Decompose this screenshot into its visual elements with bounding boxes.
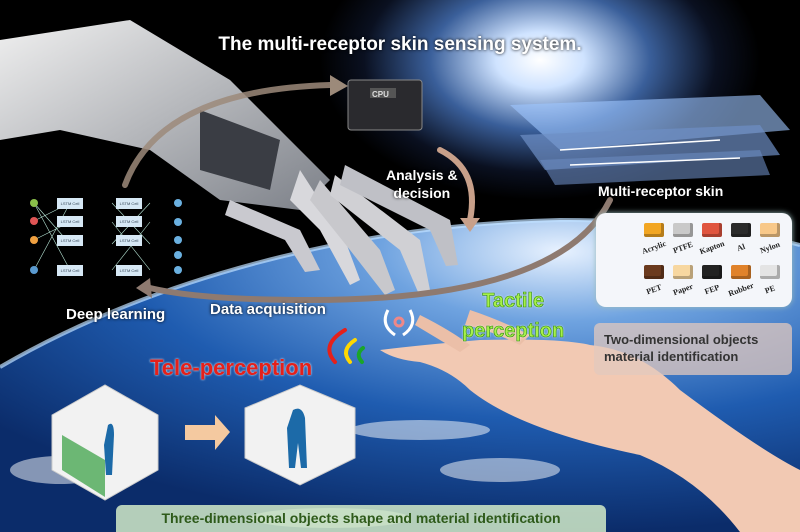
tactile-signal-icon xyxy=(383,309,415,337)
tele-signal-icon xyxy=(327,328,365,364)
material-sample-al xyxy=(731,223,751,237)
deep-learning-label: Deep learning xyxy=(66,306,166,323)
material-label: PTFE xyxy=(671,239,695,256)
material-sample-pe xyxy=(760,265,780,279)
tele-perception-label: Tele-perception xyxy=(150,355,313,380)
material-label: Nylon xyxy=(758,239,782,256)
lstm-cell: LSTM Cell xyxy=(116,216,142,227)
cpu-chip xyxy=(347,79,423,131)
material-sample-kapton xyxy=(702,223,722,237)
material-label: Kapton xyxy=(698,238,726,257)
robot-hand xyxy=(0,20,458,295)
lstm-cell: LSTM Cell xyxy=(57,216,83,227)
output-nodes xyxy=(174,199,182,274)
lstm-cell: LSTM Cell xyxy=(57,198,83,209)
material-label: Al xyxy=(735,241,747,254)
arrow-right xyxy=(185,415,230,450)
lstm-cell: LSTM Cell xyxy=(116,265,142,276)
caption-line: material identification xyxy=(604,349,739,364)
3d-scan-after xyxy=(244,384,356,486)
material-sample-nylon xyxy=(760,223,780,237)
arrowhead-to-deep-learning xyxy=(136,278,152,298)
analysis-line: Analysis & xyxy=(386,167,458,183)
material-sample-acrylic xyxy=(644,223,664,237)
material-sample-pet xyxy=(644,265,664,279)
material-label: PE xyxy=(763,283,777,296)
material-sample-fep xyxy=(702,265,722,279)
perception-line: perception xyxy=(462,320,565,343)
decision-line: decision xyxy=(393,185,451,201)
cycle-arrows xyxy=(122,82,613,304)
caption-line: Two-dimensional objects xyxy=(604,332,759,347)
human-hand xyxy=(380,310,800,532)
lstm-cell: LSTM Cell xyxy=(116,235,142,246)
material-label: Rubber xyxy=(727,280,755,299)
material-sample-rubber xyxy=(731,265,751,279)
tactile-perception-label: Tactile perception xyxy=(462,286,565,346)
material-label: FEP xyxy=(703,282,721,297)
multi-receptor-skin-illustration xyxy=(510,95,790,185)
material-sample-paper xyxy=(673,265,693,279)
cpu-label: CPU xyxy=(372,90,389,99)
3d-scan-before xyxy=(51,384,159,501)
data-acquisition-label: Data acquisition xyxy=(210,301,326,318)
multi-receptor-skin-label: Multi-receptor skin xyxy=(598,183,724,199)
arrowhead-to-cpu xyxy=(330,75,348,96)
lstm-cell: LSTM Cell xyxy=(57,265,83,276)
material-label: Paper xyxy=(671,281,695,298)
tactile-line: Tactile xyxy=(482,290,545,313)
lstm-cell: LSTM Cell xyxy=(57,235,83,246)
material-label: PET xyxy=(645,282,663,297)
analysis-decision-label: Analysis & decision xyxy=(386,166,458,202)
lstm-cell: LSTM Cell xyxy=(116,198,142,209)
two-dimensional-caption: Two-dimensional objects material identif… xyxy=(594,323,792,375)
material-sample-ptfe xyxy=(673,223,693,237)
input-nodes xyxy=(30,199,38,274)
material-label: Acrylic xyxy=(640,239,668,256)
three-dimensional-caption: Three-dimensional objects shape and mate… xyxy=(116,505,606,532)
arrowhead-to-hand xyxy=(460,218,480,232)
page-title: The multi-receptor skin sensing system. xyxy=(218,34,582,55)
